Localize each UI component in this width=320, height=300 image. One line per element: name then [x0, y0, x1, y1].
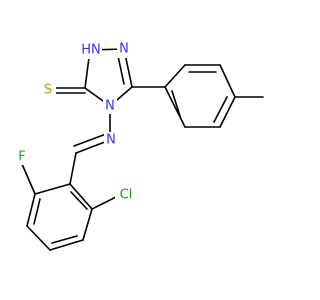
aryl-bond-2	[82, 208, 93, 241]
tolyl-bond-6	[164, 86, 186, 128]
bond-aryl-cl	[91, 195, 119, 210]
aryl-double-2	[51, 235, 78, 244]
atom-imine-n: N	[104, 132, 118, 149]
atom-n1: N	[117, 41, 131, 58]
bond-nim-ch-double	[73, 133, 107, 147]
atom-n2h: HN	[80, 41, 102, 59]
molecule-structure: HN N N N S Cl F	[15, 41, 264, 251]
aryl-double-3	[33, 198, 41, 225]
bond-n1-c5-double	[117, 55, 125, 85]
atom-label-nh: HN	[81, 43, 101, 58]
atom-f: F	[15, 148, 29, 165]
bond-ch-aryl	[69, 152, 77, 185]
aryl-bond-3	[49, 239, 84, 251]
aryl-double-1	[70, 191, 88, 210]
bond-aryl-f	[21, 163, 36, 195]
aryl-bond-1	[69, 183, 93, 210]
tolyl-double-2	[213, 96, 228, 123]
aryl-bond-4	[26, 225, 51, 251]
atom-label-n1: N	[119, 42, 129, 57]
atom-n4: N	[103, 97, 117, 114]
tolyl-bond-1	[164, 64, 186, 88]
molecule-canvas: HN N N N S Cl F	[15, 41, 264, 251]
aryl-bond-5	[26, 193, 36, 227]
atom-label-f: F	[18, 150, 25, 165]
atom-label-n4: N	[105, 99, 115, 114]
atom-cl: Cl	[115, 186, 137, 204]
tolyl-bond-4	[219, 96, 236, 128]
aryl-bond-6	[34, 183, 71, 195]
atom-label-s: S	[44, 83, 52, 98]
tolyl-double-3	[171, 90, 182, 120]
atom-label-imine-n: N	[106, 133, 116, 148]
atom-label-cl: Cl	[120, 188, 133, 203]
tolyl-bond-3	[219, 64, 236, 98]
atom-s: S	[41, 82, 56, 99]
